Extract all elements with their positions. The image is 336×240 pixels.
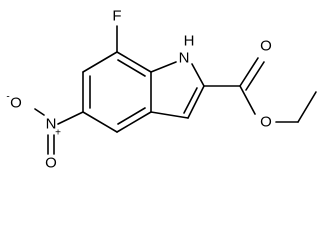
bond-c7-c6 [82, 51, 118, 73]
atom-label-carbonyl-o: O [260, 38, 272, 55]
structure-diagram: F H N N + O - O O O [6, 8, 317, 172]
bond-c7a-c7-inner [117, 59, 146, 77]
atom-label-nitro-n: N [46, 116, 57, 133]
atom-label-nh-h: H [184, 33, 195, 50]
bond-nitro-o-top [34, 108, 45, 116]
atom-label-ester-o: O [260, 114, 272, 131]
atom-label-fluorine: F [112, 8, 121, 25]
bond-c3-c3a [150, 111, 189, 119]
molecule-drawing: F H N N + O - O O O [6, 8, 317, 172]
bond-c5-nitro [57, 111, 84, 125]
charge-label-nitro-n-plus: + [55, 128, 61, 139]
atom-label-nitro-o-top: O [10, 95, 22, 112]
bond-c2-c3 [187, 85, 205, 119]
bond-c5-c4 [82, 111, 118, 133]
bond-c7a-c7 [116, 51, 152, 73]
bond-carbonyl-c-o-double [245, 61, 265, 91]
bond-c4-c3a [116, 111, 152, 133]
bond-ch2-ch3 [297, 91, 317, 123]
atom-label-nitro-o-bottom: O [45, 155, 57, 172]
atom-label-nh-n: N [179, 50, 190, 67]
charge-label-nitro-o-minus: - [6, 92, 9, 103]
bond-c2-c3-inner [183, 87, 198, 114]
bond-carbonyl-c-ester-o [239, 85, 256, 115]
bond-c7a-n1 [150, 61, 177, 73]
bond-c4-c3a-inner [117, 107, 146, 125]
bond-carbonyl-c-o [239, 57, 259, 87]
bond-n1-c2 [191, 63, 205, 87]
